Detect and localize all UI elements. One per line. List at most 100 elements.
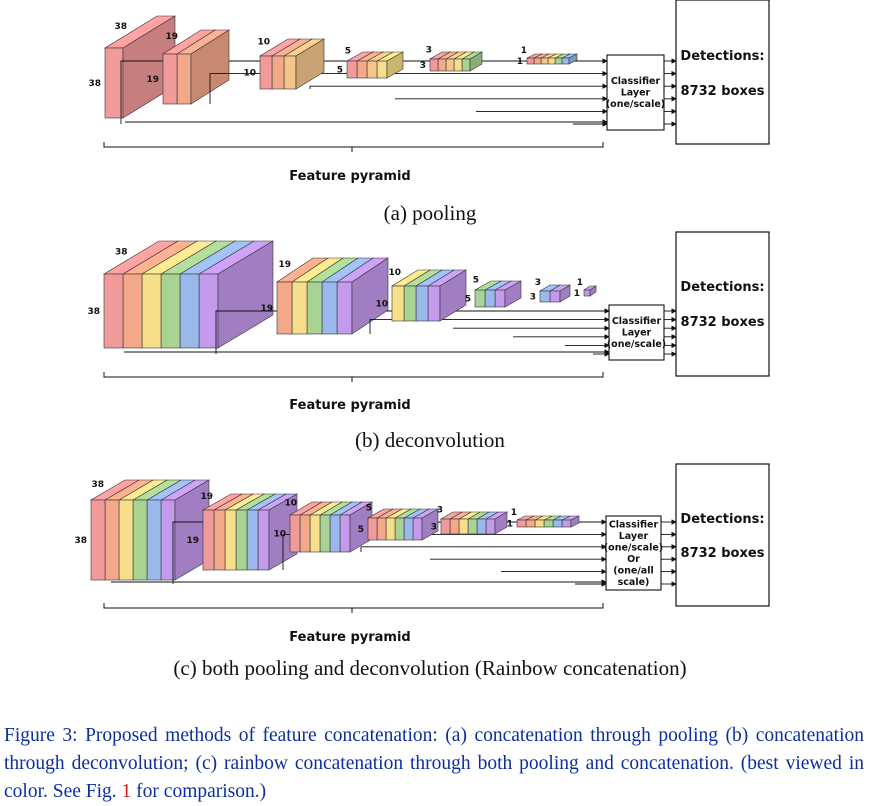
connection-arrow (309, 83, 608, 89)
feature-map-side (494, 511, 508, 535)
size-label: 19 (146, 75, 159, 85)
size-label: 10 (243, 69, 256, 79)
feature-map-3: 33 (530, 278, 572, 303)
feature-slice (162, 53, 178, 105)
size-label: 5 (473, 276, 479, 286)
panel-caption: (b) deconvolution (355, 428, 505, 452)
feature-map-1: 11 (507, 508, 580, 530)
feature-slice (583, 289, 591, 297)
feature-slice (429, 58, 439, 72)
feature-slice (122, 273, 143, 349)
classifier-layer-box (606, 54, 665, 131)
feature-slice (403, 517, 414, 541)
classifier-label: Layer (622, 328, 652, 339)
feature-concatenation-figure: 383819191010553311ClassifierLayer(one/sc… (74, 0, 770, 680)
feature-slice (539, 290, 551, 303)
classifier-label: (one/scale) (606, 99, 665, 110)
size-label: 38 (87, 307, 100, 317)
feature-map-side (421, 508, 439, 541)
feature-map-side (190, 29, 230, 105)
size-label: 3 (431, 523, 437, 533)
connection-arrow (369, 316, 610, 334)
size-label: 1 (577, 278, 583, 288)
feature-slice (198, 273, 219, 349)
feature-slice (561, 57, 570, 65)
classifier-label: (one/scale) (607, 339, 666, 350)
feature-slice (336, 281, 353, 335)
panel-c: 383819191010553311ClassifierLayer(one/sc… (74, 463, 770, 680)
size-label: 5 (366, 504, 372, 514)
feature-map-side (295, 38, 325, 90)
feature-map-side (568, 53, 578, 65)
detections-box (675, 0, 770, 145)
classifier-label: (one/scale) (604, 542, 663, 553)
figure-reference-link[interactable]: 1 (121, 781, 132, 802)
feature-slice (367, 517, 378, 541)
feature-slice (376, 517, 387, 541)
feature-slice (160, 273, 181, 349)
feature-slice (385, 517, 396, 541)
classifier-label: (one/all (613, 565, 653, 576)
pyramid-brace (103, 142, 604, 152)
feature-slice (224, 509, 237, 571)
feature-slice (437, 58, 447, 72)
connection-arrow (215, 308, 610, 354)
size-label: 10 (388, 268, 401, 278)
feature-pyramid-label: Feature pyramid (289, 169, 410, 184)
classifier-label: scale) (618, 577, 650, 588)
feature-map-side (351, 257, 389, 335)
feature-map-5: 55 (337, 47, 405, 79)
feature-slice (291, 281, 308, 335)
feature-map-3: 33 (431, 506, 509, 535)
feature-slice (526, 57, 535, 65)
feature-slice (202, 509, 215, 571)
classifier-label: Classifier (609, 519, 659, 530)
size-label: 1 (521, 46, 527, 56)
feature-slice (476, 518, 487, 535)
detections-count: 8732 boxes (681, 546, 765, 561)
detections-title: Detections: (680, 49, 764, 64)
classifier-label: Classifier (612, 316, 662, 327)
size-label: 10 (284, 499, 297, 509)
feature-slice (554, 57, 563, 65)
figure-caption: Figure 3: Proposed methods of feature co… (4, 722, 864, 806)
feature-slice (90, 499, 106, 581)
panel-caption: (c) both pooling and deconvolution (Rain… (173, 656, 686, 680)
feature-slice (257, 509, 270, 571)
size-label: 19 (186, 536, 199, 546)
size-label: 19 (260, 304, 273, 314)
feature-map-side (504, 280, 522, 308)
feature-slice (445, 58, 455, 72)
classifier-layer-box (608, 304, 665, 361)
detections-title: Detections: (680, 512, 764, 527)
feature-slice (276, 281, 293, 335)
feature-slice (484, 289, 496, 308)
feature-slice (467, 518, 478, 535)
connection-arrow (209, 70, 608, 104)
feature-map-10: 10 10 (273, 499, 374, 553)
feature-slice (146, 499, 162, 581)
size-label: 19 (278, 260, 291, 270)
size-label: 3 (535, 278, 541, 288)
size-label: 10 (273, 530, 286, 540)
feature-slice (118, 499, 134, 581)
feature-slice (176, 53, 192, 105)
feature-slice (449, 518, 460, 535)
size-label: 10 (257, 38, 270, 48)
panel-b: 383819191010553311ClassifierLayer(one/sc… (87, 231, 770, 452)
size-label: 3 (530, 293, 536, 303)
size-label: 19 (200, 492, 213, 502)
feature-slice (474, 289, 486, 308)
feature-slice (235, 509, 248, 571)
pyramid-brace (103, 603, 604, 613)
feature-slice (525, 519, 536, 528)
feature-slice (319, 514, 331, 553)
feature-slice (104, 47, 124, 119)
feature-slice (412, 517, 423, 541)
feature-map-side (570, 515, 580, 528)
feature-map-5: 55 (465, 276, 523, 308)
